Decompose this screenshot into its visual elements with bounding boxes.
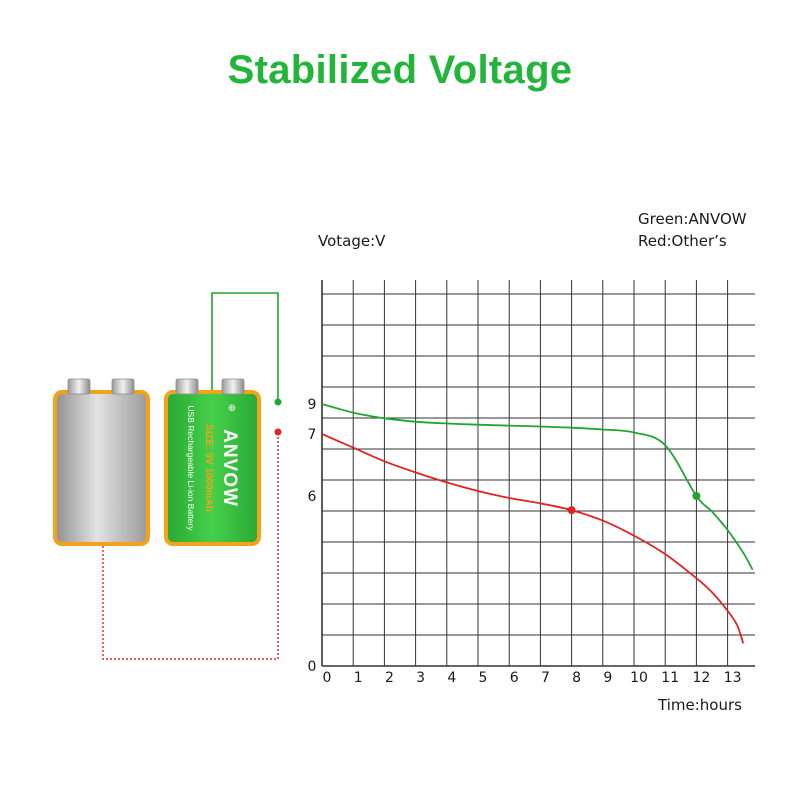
green-wire-terminal bbox=[274, 398, 282, 406]
series-line-anvow bbox=[321, 403, 754, 571]
x-tick-label: 8 bbox=[572, 670, 581, 686]
anvow-battery-terminal-right bbox=[221, 378, 245, 395]
x-tick-label: 13 bbox=[724, 670, 742, 686]
anvow-battery: ⊕ ANVOW SIZE: 9V 1000mAh USB Rechargeabl… bbox=[164, 378, 261, 546]
y-tick-label: 7 bbox=[308, 427, 317, 443]
anvow-battery-body bbox=[164, 390, 261, 546]
x-tick-label: 11 bbox=[661, 670, 679, 686]
gray-battery bbox=[53, 378, 150, 546]
series-marker-others bbox=[567, 506, 576, 515]
x-tick-label: 7 bbox=[541, 670, 550, 686]
green-wire bbox=[211, 292, 279, 402]
plus-symbol: ⊕ bbox=[228, 403, 236, 414]
y-tick-label: 9 bbox=[308, 397, 317, 413]
x-tick-label: 9 bbox=[603, 670, 612, 686]
chart-grid bbox=[321, 280, 755, 667]
battery-description: USB Rechargeable Li-ion Battery bbox=[186, 405, 196, 531]
x-tick-label: 5 bbox=[479, 670, 488, 686]
circuit-wires bbox=[102, 292, 282, 660]
legend-entry-anvow: Green:ANVOW bbox=[638, 210, 747, 228]
y-axis-label: Votage:V bbox=[318, 232, 386, 250]
y-tick-label: 6 bbox=[308, 489, 317, 505]
gray-battery-body bbox=[53, 390, 150, 546]
battery-size: SIZE: 9V 1000mAh bbox=[203, 424, 214, 512]
x-axis-label: Time:hours bbox=[658, 696, 742, 714]
x-tick-label: 12 bbox=[692, 670, 710, 686]
x-tick-label: 2 bbox=[385, 670, 394, 686]
x-tick-label: 3 bbox=[416, 670, 425, 686]
x-tick-label: 1 bbox=[354, 670, 363, 686]
series-marker-anvow bbox=[692, 492, 701, 500]
anvow-battery-terminal-left bbox=[175, 378, 199, 395]
x-tick-label: 10 bbox=[630, 670, 648, 686]
red-wire-terminal bbox=[274, 428, 282, 436]
chart-series bbox=[321, 403, 754, 644]
y-tick-label: 0 bbox=[308, 659, 317, 675]
gray-battery-terminal-right bbox=[111, 378, 135, 395]
gray-battery-terminal-left bbox=[67, 378, 91, 395]
x-tick-label: 0 bbox=[323, 670, 332, 686]
series-line-others bbox=[321, 433, 745, 644]
x-tick-label: 6 bbox=[510, 670, 519, 686]
page-title: Stabilized Voltage bbox=[227, 48, 573, 92]
x-tick-label: 4 bbox=[447, 670, 456, 686]
legend-entry-others: Red:Other’s bbox=[638, 232, 727, 250]
red-wire bbox=[102, 432, 279, 660]
battery-brand: ANVOW bbox=[219, 429, 240, 507]
